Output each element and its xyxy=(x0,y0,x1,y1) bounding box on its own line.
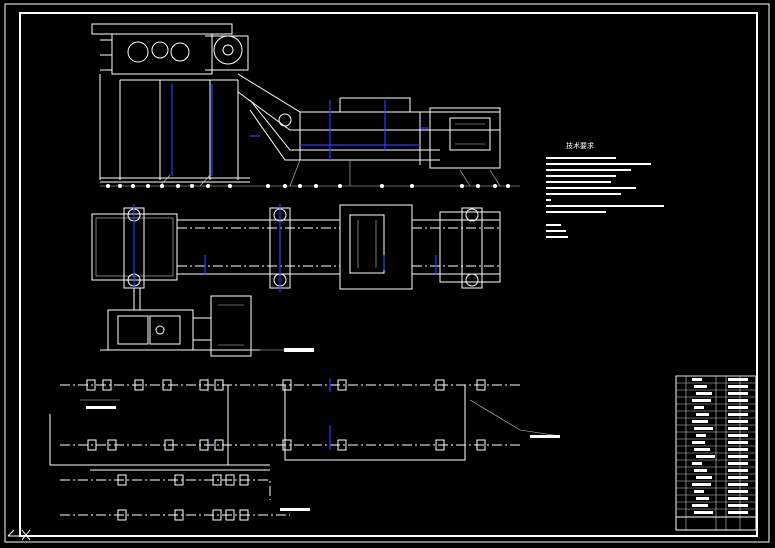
title-block-text xyxy=(694,469,707,472)
callout-dot xyxy=(228,184,232,188)
title-block-text xyxy=(728,511,748,514)
title-block-text xyxy=(694,448,710,451)
title-block-text xyxy=(694,427,713,430)
title-block-text xyxy=(728,469,748,472)
title-block-text xyxy=(728,476,748,479)
chain-layout xyxy=(49,378,561,516)
title-block-text xyxy=(692,483,711,486)
callout-dot xyxy=(283,184,287,188)
callout-dot xyxy=(410,184,414,188)
title-block-text xyxy=(728,490,748,493)
title-block-text xyxy=(692,462,702,465)
callout-dot xyxy=(160,184,164,188)
ucs-axis-icon xyxy=(7,529,31,541)
callout-dot xyxy=(506,184,510,188)
callout-dot xyxy=(146,184,150,188)
callout-dot xyxy=(493,184,497,188)
title-block-text xyxy=(692,420,708,423)
callout-dot xyxy=(266,184,270,188)
callout-dot xyxy=(338,184,342,188)
title-block-text xyxy=(694,406,704,409)
callout-dot xyxy=(314,184,318,188)
title-block-text xyxy=(692,441,705,444)
title-block-text xyxy=(696,476,712,479)
title-block-text xyxy=(728,434,748,437)
plan-view xyxy=(91,204,501,310)
title-block-text xyxy=(728,420,748,423)
side-elevation xyxy=(91,23,501,187)
title-block-text xyxy=(728,504,748,507)
title-block-text xyxy=(696,392,712,395)
title-block-text xyxy=(728,448,748,451)
title-block-text xyxy=(694,490,704,493)
title-block-text xyxy=(728,399,748,402)
callout-dot xyxy=(206,184,210,188)
title-block-text xyxy=(694,511,713,514)
notes-title: 技术要求 xyxy=(566,141,594,150)
title-block-text xyxy=(694,385,707,388)
title-block-text xyxy=(728,427,748,430)
title-block-text xyxy=(728,462,748,465)
title-block-text xyxy=(728,441,748,444)
chain-pins xyxy=(86,379,486,521)
title-block-text xyxy=(696,413,709,416)
callout-dot xyxy=(176,184,180,188)
title-block-text xyxy=(692,504,708,507)
title-block-text xyxy=(696,455,715,458)
title-block-text xyxy=(728,392,748,395)
title-block-text xyxy=(692,378,702,381)
callout-dot xyxy=(476,184,480,188)
title-block xyxy=(675,375,757,531)
callout-row-top xyxy=(100,184,520,188)
callout-dot xyxy=(131,184,135,188)
drawing-border xyxy=(4,3,770,543)
title-block-text xyxy=(692,399,711,402)
title-block-text xyxy=(728,385,748,388)
callout-dot xyxy=(118,184,122,188)
callout-dot xyxy=(190,184,194,188)
callout-dot xyxy=(106,184,110,188)
title-block-text xyxy=(728,378,748,381)
drive-unit xyxy=(100,295,314,357)
callout-dot xyxy=(460,184,464,188)
title-block-text xyxy=(696,434,706,437)
callout-dot xyxy=(380,184,384,188)
title-block-text xyxy=(728,497,748,500)
title-block-text xyxy=(728,483,748,486)
title-block-text xyxy=(728,413,748,416)
title-block-text xyxy=(728,455,748,458)
title-block-text xyxy=(728,406,748,409)
callout-dot xyxy=(298,184,302,188)
title-block-text xyxy=(696,497,709,500)
technical-notes: 技术要求 xyxy=(546,141,664,238)
